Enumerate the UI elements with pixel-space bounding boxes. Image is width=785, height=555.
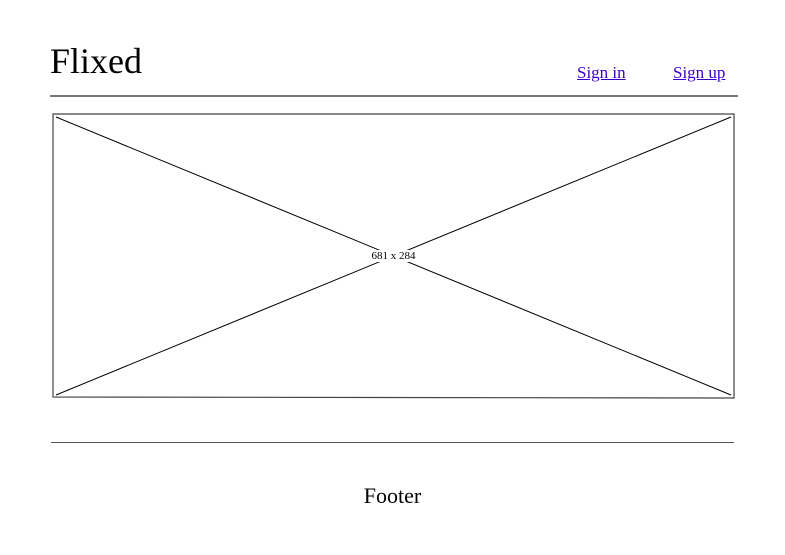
placeholder-dimensions-label: 681 x 284 bbox=[367, 250, 420, 262]
footer-text: Footer bbox=[363, 483, 422, 508]
footer-divider bbox=[51, 442, 734, 443]
hero-image-placeholder: 681 x 284 bbox=[52, 113, 735, 399]
site-logo: Flixed bbox=[50, 41, 143, 81]
sign-up-link[interactable]: Sign up bbox=[673, 63, 726, 82]
sign-in-link[interactable]: Sign in bbox=[577, 63, 626, 82]
header-divider bbox=[50, 95, 738, 97]
